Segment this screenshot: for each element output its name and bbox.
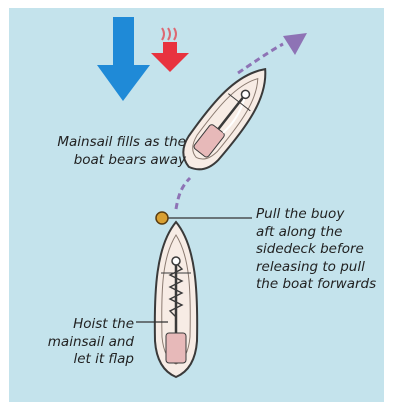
caption-line: the boat forwards <box>256 276 376 294</box>
caption-line: Mainsail fills as the <box>18 134 186 152</box>
caption-line: releasing to pull <box>256 259 376 277</box>
caption-line: aft along the <box>256 224 376 242</box>
caption-line: Pull the buoy <box>256 206 376 224</box>
caption-line: Hoist the <box>38 316 134 334</box>
caption-pull-buoy: Pull the buoy aft along the sidedeck bef… <box>256 206 376 294</box>
caption-line: let it flap <box>38 351 134 369</box>
caption-line: sidedeck before <box>256 241 376 259</box>
caption-line: mainsail and <box>38 334 134 352</box>
mooring-buoy-icon <box>156 212 168 224</box>
caption-line: boat bears away <box>18 152 186 170</box>
caption-mainsail-fills: Mainsail fills as the boat bears away <box>18 134 186 169</box>
caption-hoist-mainsail: Hoist the mainsail and let it flap <box>38 316 134 369</box>
